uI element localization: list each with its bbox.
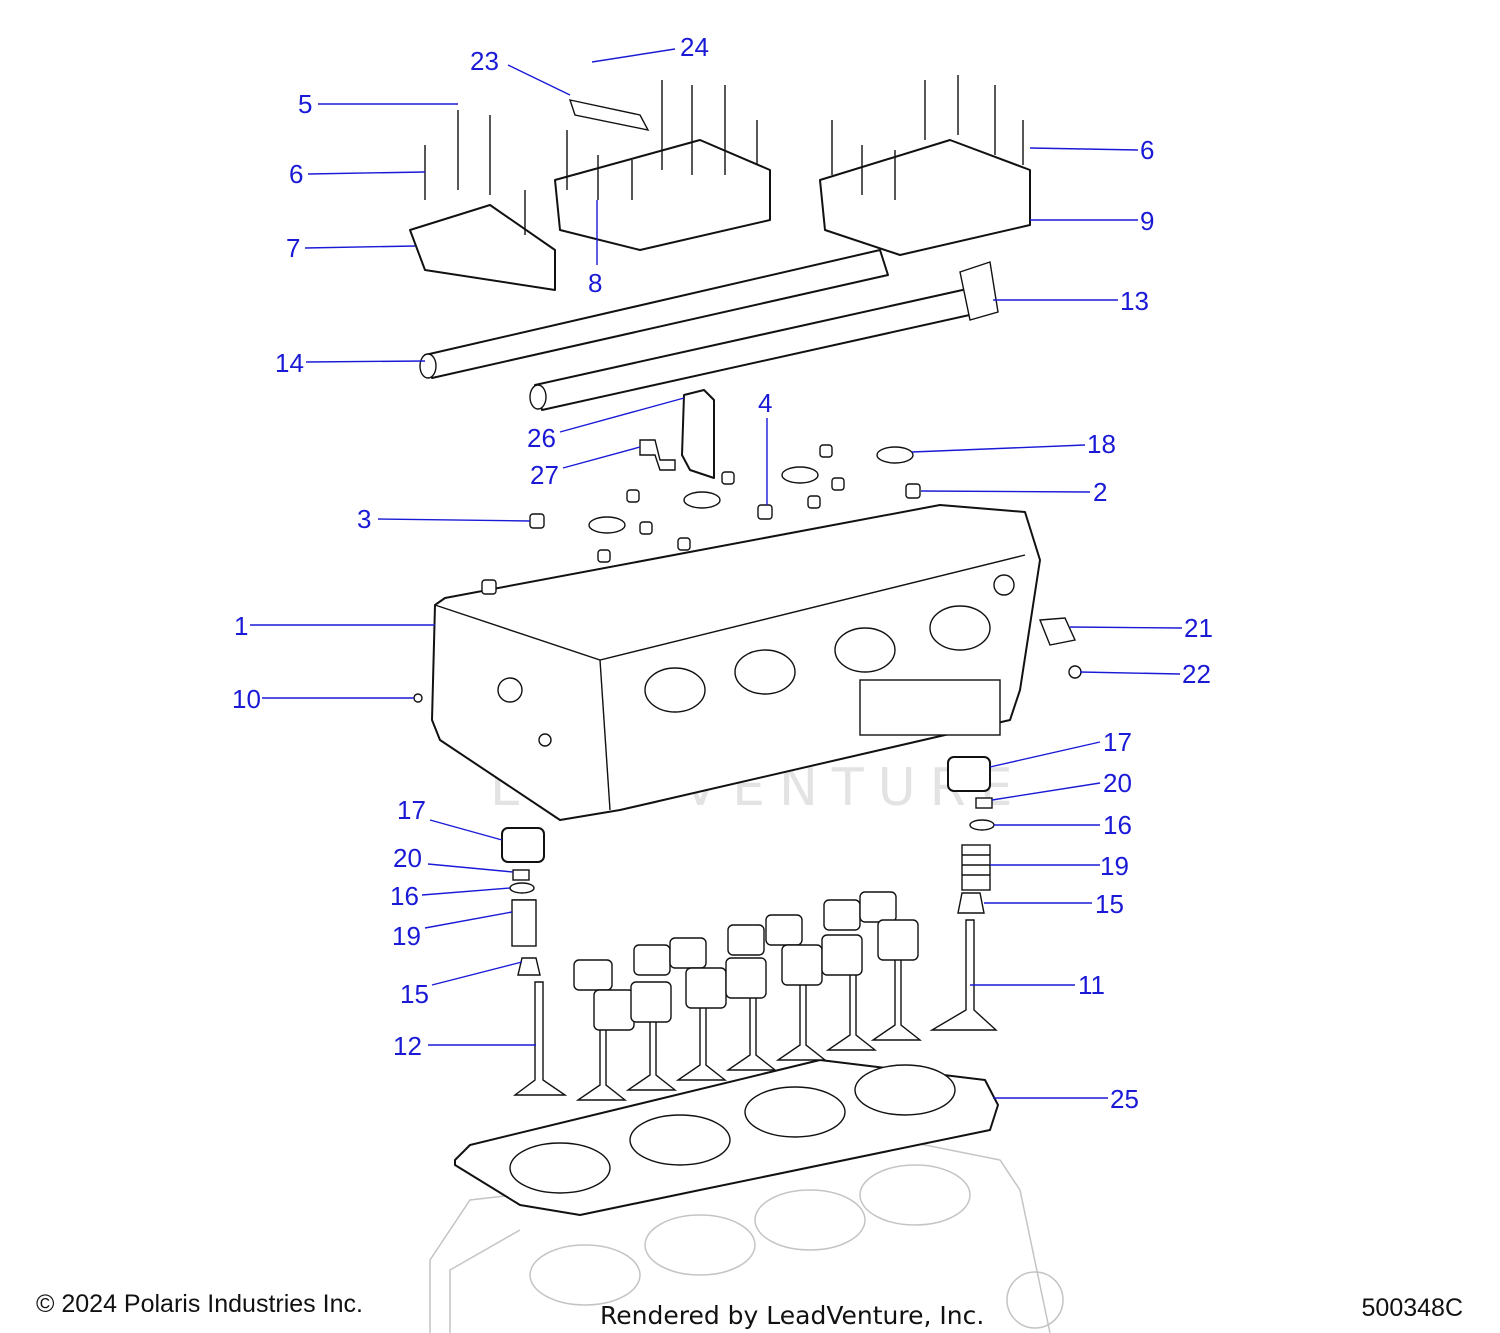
callout-6-right: 6 <box>1140 135 1154 165</box>
callout-5: 5 <box>298 89 312 119</box>
callout-6-left: 6 <box>289 159 303 189</box>
callout-27: 27 <box>530 460 559 490</box>
callouts: 24 23 5 6 7 8 6 9 13 14 4 26 18 27 2 3 1… <box>232 32 1213 1114</box>
callout-17-right: 17 <box>1103 727 1132 757</box>
callout-3: 3 <box>357 504 371 534</box>
callout-24: 24 <box>680 32 709 62</box>
callout-23: 23 <box>470 46 499 76</box>
leader-lines <box>250 48 1183 1099</box>
callout-20-left: 20 <box>393 843 422 873</box>
callout-20-right: 20 <box>1103 768 1132 798</box>
tappet-cluster <box>573 891 919 1031</box>
callout-15-left: 15 <box>400 979 429 1009</box>
callout-13: 13 <box>1120 286 1149 316</box>
copyright-text: © 2024 Polaris Industries Inc. <box>36 1290 363 1318</box>
callout-10: 10 <box>232 684 261 714</box>
cylinder-head <box>431 504 1041 821</box>
bolts <box>424 75 1024 235</box>
camshafts <box>419 249 999 411</box>
valve-cluster <box>575 949 923 1101</box>
callout-12: 12 <box>393 1031 422 1061</box>
callout-16-left: 16 <box>390 881 419 911</box>
rendered-by-text: Rendered by LeadVenture, Inc. <box>600 1301 985 1330</box>
callout-19-right: 19 <box>1100 851 1129 881</box>
callout-22: 22 <box>1182 659 1211 689</box>
right-valve-stack <box>929 756 998 1031</box>
callout-1: 1 <box>234 611 248 641</box>
head-gasket <box>454 1059 999 1216</box>
callout-8: 8 <box>588 268 602 298</box>
callout-15-right: 15 <box>1095 889 1124 919</box>
callout-11: 11 <box>1078 970 1105 1000</box>
callout-9: 9 <box>1140 206 1154 236</box>
callout-26: 26 <box>527 423 556 453</box>
callout-7: 7 <box>286 233 300 263</box>
callout-2: 2 <box>1093 477 1107 507</box>
cam-caps <box>409 139 1031 291</box>
callout-14: 14 <box>275 348 304 378</box>
callout-18: 18 <box>1087 429 1116 459</box>
left-valve-stack <box>501 827 568 1096</box>
callout-4: 4 <box>758 388 772 418</box>
callout-19-left: 19 <box>392 921 421 951</box>
small-parts <box>413 389 1082 703</box>
callout-16-right: 16 <box>1103 810 1132 840</box>
callout-17-left: 17 <box>397 795 426 825</box>
figure-id: 500348C <box>1361 1294 1463 1322</box>
callout-25: 25 <box>1110 1084 1139 1114</box>
callout-21: 21 <box>1184 613 1213 643</box>
valve-train-group <box>501 756 998 1101</box>
